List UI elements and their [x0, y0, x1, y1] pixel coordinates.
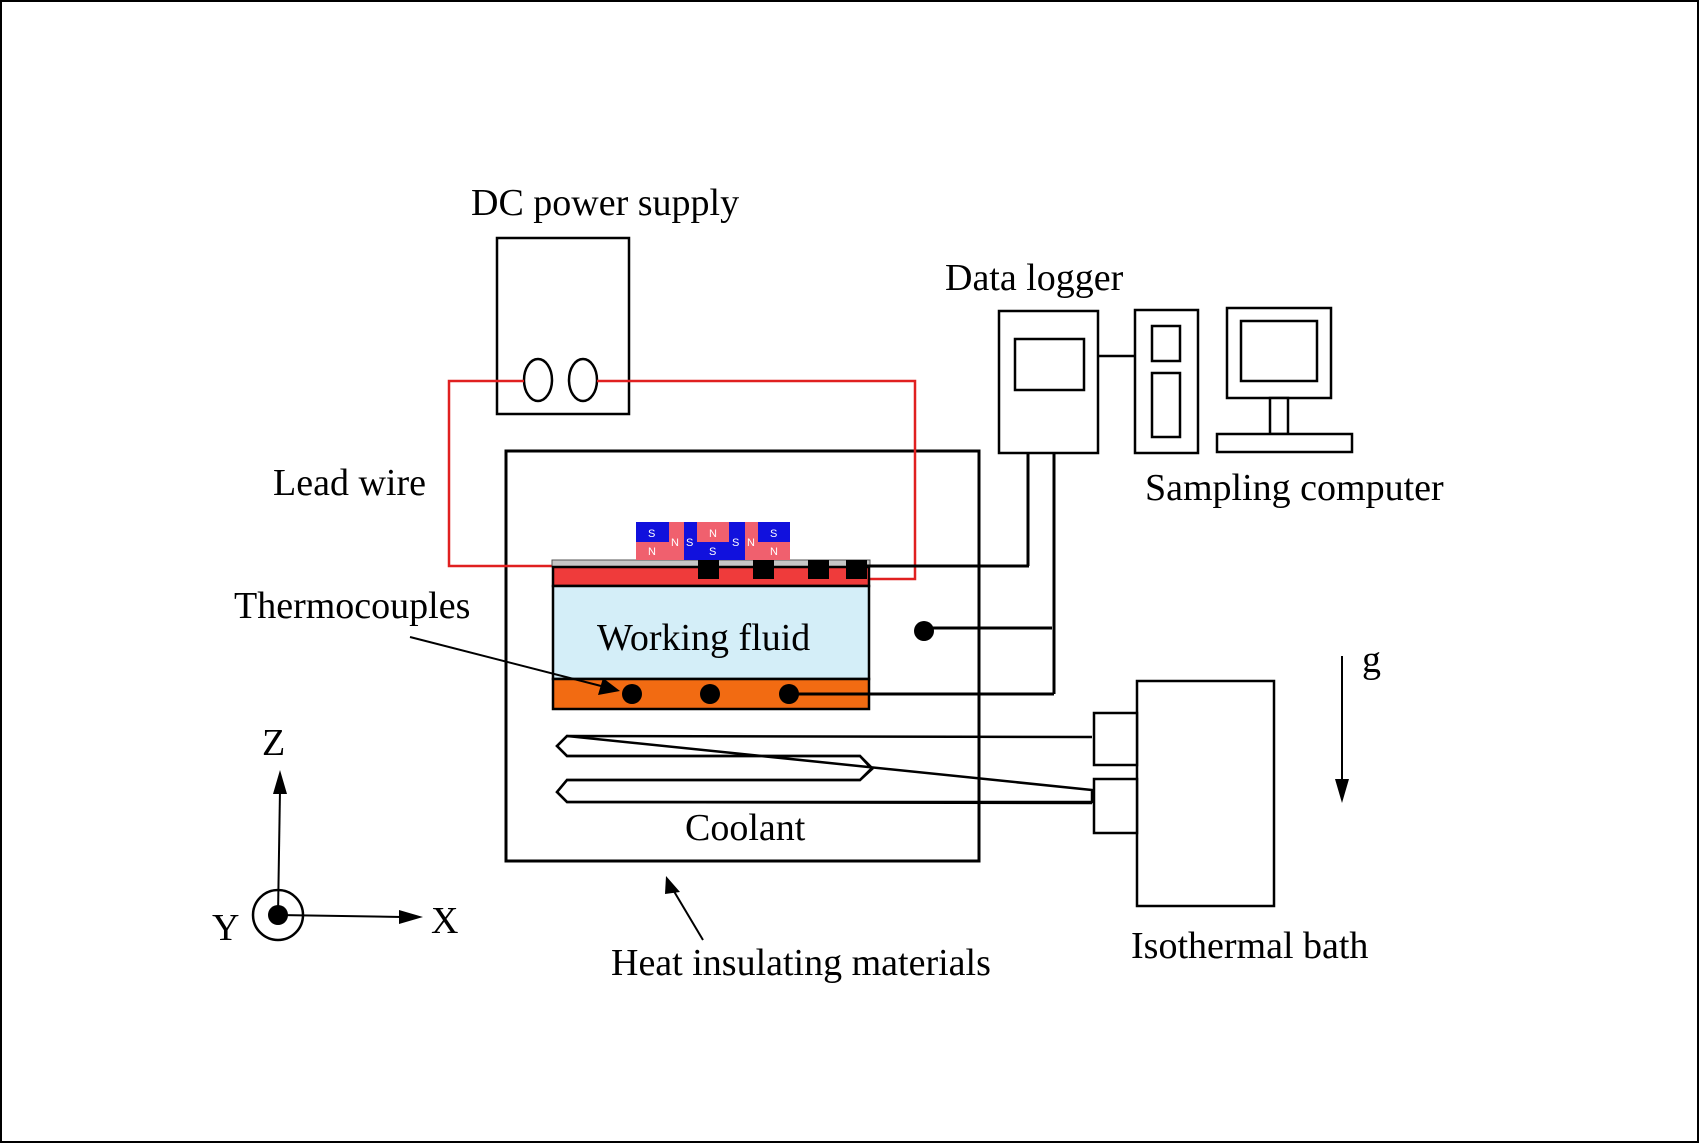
power-terminal-left [522, 357, 554, 403]
thermocouple-ambient [914, 621, 934, 641]
thermocouple-heater-4 [846, 560, 867, 579]
magnet-3-bottom-letter: N [770, 546, 778, 558]
magnet-1-bottom-letter: N [648, 546, 656, 558]
coolant-tube-upper [555, 734, 1093, 805]
thermocouple-cooling-2 [700, 684, 720, 704]
computer-monitor-screen [1239, 319, 1319, 383]
z-axis-line [277, 789, 281, 916]
thermocouple-cooling-1 [622, 684, 642, 704]
magnet-3-top [758, 522, 790, 542]
isothermal-bath-body [1135, 679, 1276, 908]
thermocouple-heater-2 [753, 560, 774, 579]
thermocouples-arrow-line [409, 636, 606, 688]
computer-monitor-neck [1268, 396, 1290, 436]
thermocouples-arrow-head [598, 678, 620, 695]
gravity-label: g [1362, 639, 1381, 681]
coolant-channel [555, 734, 1094, 804]
lead-wire-left [447, 379, 552, 568]
axis-z-label: Z [262, 722, 285, 764]
bath-port-upper [1092, 711, 1139, 767]
magnet-side-letter-2: S [686, 537, 693, 549]
lead-wire-right [597, 379, 917, 581]
power-terminal-right [567, 357, 599, 403]
z-axis-arrow-head [273, 770, 287, 794]
permanent-magnets: S N N S S N N S S N [636, 522, 790, 560]
dc-power-supply-label: DC power supply [471, 182, 739, 224]
dc-power-supply [495, 236, 631, 416]
lead-wire-label: Lead wire [273, 462, 426, 504]
magnet-3-top-letter: S [770, 528, 777, 540]
magnet-side-letter-1: N [671, 537, 679, 549]
lead-wire [447, 379, 917, 581]
magnet-1-bottom [636, 542, 669, 560]
magnet-2-bottom-letter: S [709, 546, 716, 558]
computer-tower-drive [1150, 324, 1182, 363]
sampling-computer-label: Sampling computer [1145, 467, 1444, 509]
axis-y-label: Y [212, 907, 239, 949]
magnet-2-top-letter: N [709, 528, 717, 540]
bath-port-lower [1092, 777, 1139, 835]
computer-tower-panel [1150, 371, 1182, 439]
magnet-side-right [745, 522, 758, 560]
y-axis-dot [268, 905, 288, 925]
coolant-channel-upper [555, 734, 1094, 804]
heat-insulating-arrow-head [665, 876, 680, 894]
heat-insulating-box [504, 449, 981, 863]
coolant-label: Coolant [685, 807, 806, 849]
magnet-side-letter-4: N [747, 537, 755, 549]
heater-thermocouples [698, 560, 867, 579]
sampling-computer [1133, 306, 1354, 455]
thermocouples-label: Thermocouples [234, 585, 470, 627]
magnet-2-top [697, 522, 729, 542]
data-logger-label: Data logger [945, 257, 1124, 299]
magnet-1-top-letter: S [648, 528, 655, 540]
isothermal-bath [1092, 679, 1276, 908]
thermocouple-heater-3 [808, 560, 829, 579]
magnet-side-letter-3: S [732, 537, 739, 549]
dc-power-supply-box [495, 236, 631, 416]
isothermal-bath-label: Isothermal bath [1131, 925, 1368, 967]
magnet-3-bottom [758, 542, 790, 560]
coolant-tubes [555, 734, 1093, 805]
gravity-arrow-head [1335, 779, 1349, 803]
heat-insulating-materials-label: Heat insulating materials [611, 942, 991, 984]
thermocouple-heater-1 [698, 560, 719, 579]
data-logger-screen [1013, 337, 1086, 392]
y-axis-outer-circle [251, 888, 305, 942]
working-fluid-label: Working fluid [597, 617, 810, 659]
computer-monitor-base [1215, 432, 1354, 454]
magnet-2-bottom [697, 542, 729, 560]
heat-insulating-arrow-line [671, 887, 704, 941]
coordinate-axes [251, 770, 423, 942]
magnet-side-left [684, 522, 697, 560]
axis-x-label: X [431, 900, 458, 942]
x-axis-line [277, 914, 403, 918]
data-logger [997, 309, 1100, 455]
magnet-1-top [636, 522, 669, 542]
x-axis-arrow-head [399, 910, 423, 924]
